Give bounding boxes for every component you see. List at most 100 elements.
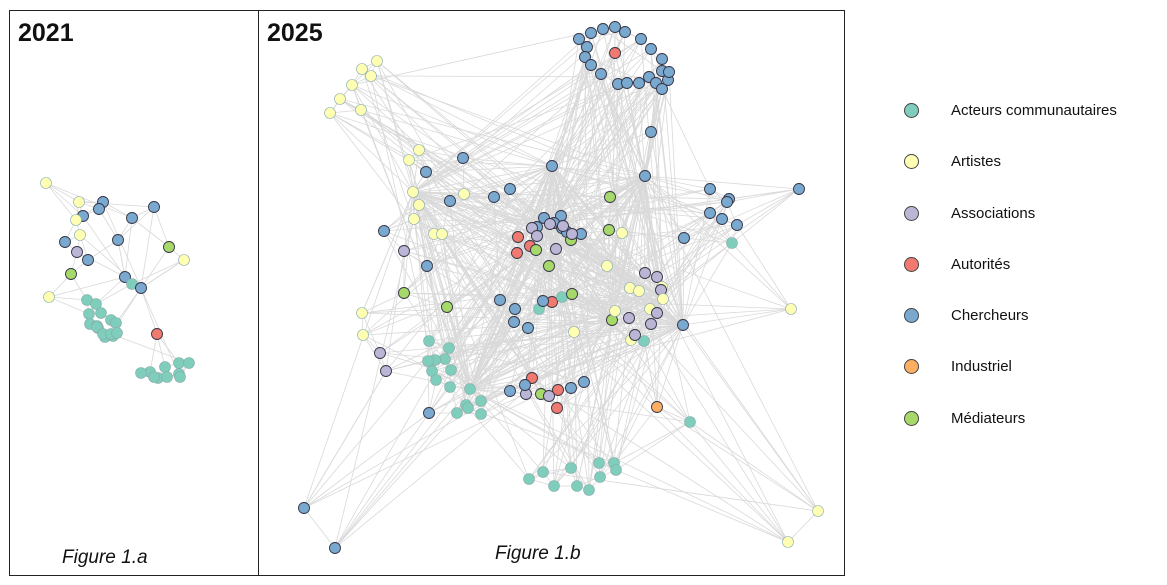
network-edge bbox=[571, 233, 646, 274]
network-edge bbox=[303, 412, 430, 509]
network-edge bbox=[682, 237, 685, 326]
network-node-acteurs bbox=[556, 291, 568, 303]
network-edge bbox=[361, 312, 381, 354]
network-edge bbox=[584, 56, 663, 90]
network-node-artistes bbox=[356, 63, 368, 75]
network-node-artistes bbox=[657, 293, 669, 305]
network-node-chercheurs bbox=[656, 83, 668, 95]
network-edge bbox=[553, 79, 669, 224]
nodes bbox=[40, 177, 195, 384]
network-node-acteurs bbox=[726, 237, 738, 249]
network-node-chercheurs bbox=[329, 542, 341, 554]
network-node-chercheurs bbox=[148, 201, 160, 213]
network-edge bbox=[525, 319, 613, 395]
network-edge bbox=[551, 301, 789, 543]
network-edge bbox=[362, 165, 553, 336]
network-edge bbox=[469, 388, 789, 543]
edges bbox=[303, 26, 819, 549]
legend-swatch-industriel bbox=[904, 359, 919, 375]
network-edge bbox=[408, 159, 553, 167]
network-node-acteurs bbox=[135, 367, 147, 379]
network-node-associations bbox=[566, 228, 578, 240]
network-edge bbox=[469, 300, 544, 390]
network-node-chercheurs bbox=[656, 53, 668, 65]
network-edge bbox=[661, 88, 711, 190]
network-edge bbox=[412, 191, 601, 478]
network-node-artistes bbox=[408, 213, 420, 225]
network-edge bbox=[412, 175, 646, 193]
legend-swatch-mediateurs bbox=[904, 410, 919, 426]
legend-label-associations: Associations bbox=[951, 204, 1036, 222]
network-edge bbox=[303, 191, 414, 509]
network-node-chercheurs bbox=[621, 77, 633, 89]
network-node-autorites bbox=[552, 384, 564, 396]
network-edge bbox=[351, 84, 414, 193]
network-edge bbox=[351, 84, 632, 341]
network-node-acteurs bbox=[464, 383, 476, 395]
network-edge bbox=[551, 56, 586, 167]
network-node-acteurs bbox=[571, 480, 583, 492]
network-edge bbox=[412, 191, 789, 543]
network-edge bbox=[555, 248, 615, 464]
network-edge bbox=[361, 276, 658, 314]
network-node-acteurs bbox=[537, 466, 549, 478]
network-edge bbox=[403, 292, 664, 300]
network-edge bbox=[339, 98, 646, 177]
network-edge bbox=[463, 38, 642, 195]
network-node-chercheurs bbox=[504, 183, 516, 195]
network-node-mediateurs bbox=[566, 288, 578, 300]
network-edge bbox=[668, 71, 684, 326]
network-edge bbox=[329, 112, 414, 193]
network-edge bbox=[626, 82, 662, 291]
network-node-chercheurs bbox=[565, 382, 577, 394]
network-edge bbox=[469, 388, 527, 395]
network-node-chercheurs bbox=[678, 232, 690, 244]
network-edge bbox=[82, 215, 126, 278]
network-node-acteurs bbox=[183, 357, 195, 369]
network-edge bbox=[566, 79, 669, 233]
network-edge bbox=[540, 298, 664, 395]
network-edge bbox=[598, 319, 613, 464]
network-node-acteurs bbox=[610, 464, 622, 476]
network-node-artistes bbox=[74, 229, 86, 241]
network-node-associations bbox=[531, 230, 543, 242]
network-edge bbox=[644, 175, 658, 314]
network-node-chercheurs bbox=[444, 195, 456, 207]
network-edge bbox=[95, 276, 126, 305]
network-edge bbox=[726, 188, 800, 203]
network-edge bbox=[590, 64, 685, 239]
network-edge bbox=[644, 175, 728, 203]
network-node-autorites bbox=[512, 231, 524, 243]
network-edge bbox=[469, 26, 616, 390]
network-edge bbox=[517, 236, 542, 395]
network-edge bbox=[516, 252, 613, 321]
network-node-mediateurs bbox=[65, 268, 77, 280]
network-edge bbox=[551, 165, 789, 543]
network-edge bbox=[449, 175, 646, 388]
year-label-2021: 2021 bbox=[18, 19, 74, 47]
network-edge bbox=[787, 510, 819, 543]
network-node-acteurs bbox=[90, 298, 102, 310]
legend-item-acteurs: Acteurs communautaires bbox=[900, 98, 1150, 149]
legend-swatch-autorites bbox=[904, 256, 919, 272]
network-edge bbox=[361, 68, 553, 167]
network-edge bbox=[469, 388, 572, 469]
network-edge bbox=[450, 298, 664, 371]
legend-swatch-chercheurs bbox=[904, 308, 919, 324]
network-node-chercheurs bbox=[423, 407, 435, 419]
network-edge bbox=[517, 64, 592, 238]
edges bbox=[45, 182, 190, 379]
network-node-artistes bbox=[356, 307, 368, 319]
network-node-artistes bbox=[178, 254, 190, 266]
network-edge bbox=[425, 171, 573, 295]
network-edge bbox=[131, 259, 185, 285]
network-node-chercheurs bbox=[519, 379, 531, 391]
network-node-artistes bbox=[73, 196, 85, 208]
network-edge bbox=[403, 292, 792, 310]
network-edge bbox=[551, 131, 652, 167]
network-node-associations bbox=[71, 246, 83, 258]
network-node-chercheurs bbox=[704, 183, 716, 195]
network-node-chercheurs bbox=[793, 183, 805, 195]
network-edge bbox=[329, 112, 733, 244]
network-edge bbox=[361, 68, 613, 321]
